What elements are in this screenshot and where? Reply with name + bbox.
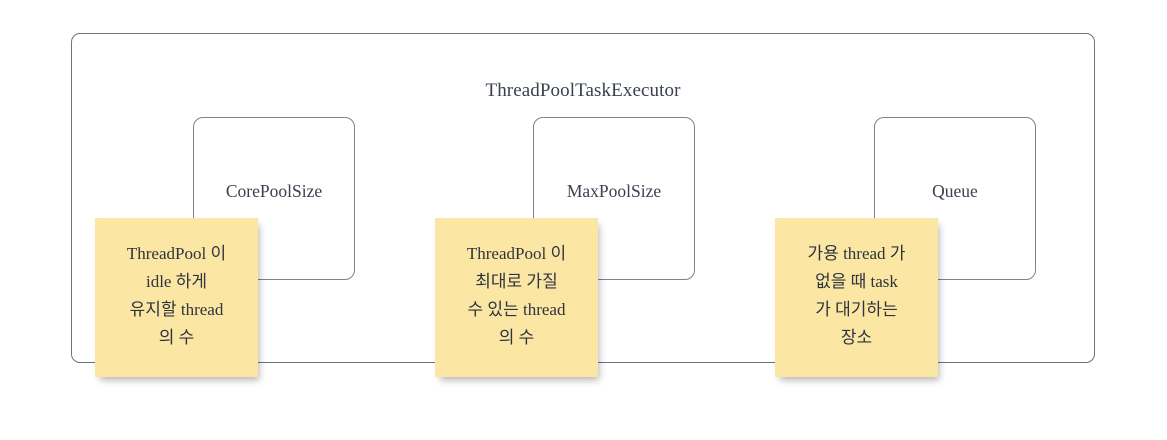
component-label-max-pool-size: MaxPoolSize [566, 181, 662, 201]
component-label-queue: Queue [932, 181, 978, 201]
note-line: idle 하게 [145, 271, 208, 291]
sticky-note-queue: 가용 thread 가 없을 때 task 가 대기하는 장소 [775, 218, 938, 377]
note-line: 수 있는 thread [467, 299, 566, 319]
component-label-core-pool-size: CorePoolSize [225, 181, 323, 201]
component-box-max-pool-size: MaxPoolSize [533, 117, 695, 280]
sticky-note-core-pool-size: ThreadPool 이 idle 하게 유지할 thread 의 수 [95, 218, 258, 377]
note-line: 가용 thread 가 [807, 243, 906, 263]
component-box-core-pool-size: CorePoolSize [193, 117, 355, 280]
note-line: 유지할 thread [129, 299, 224, 319]
note-line: 의 수 [498, 327, 535, 347]
note-line: 가 대기하는 [815, 299, 898, 319]
note-line: ThreadPool 이 [466, 243, 567, 263]
note-line: ThreadPool 이 [126, 243, 227, 263]
component-box-queue: Queue [874, 117, 1036, 280]
container-title: ThreadPoolTaskExecutor [485, 80, 681, 101]
note-line: 의 수 [158, 327, 195, 347]
note-line: 없을 때 task [815, 271, 898, 291]
sticky-note-max-pool-size: ThreadPool 이 최대로 가질 수 있는 thread 의 수 [435, 218, 598, 377]
note-line: 장소 [840, 327, 873, 347]
note-line: 최대로 가질 [475, 271, 558, 291]
